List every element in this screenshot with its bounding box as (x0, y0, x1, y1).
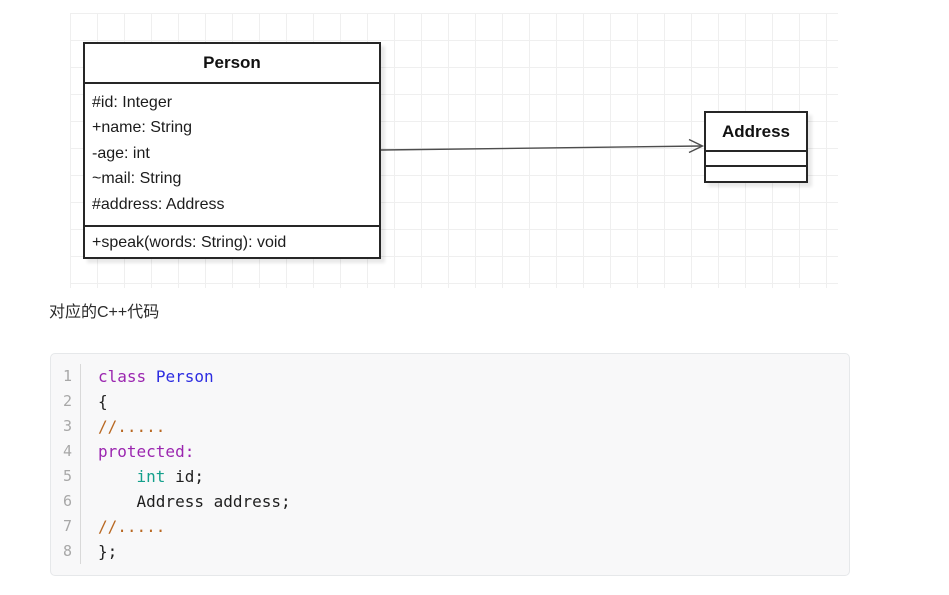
code-line: 6 Address address; (51, 489, 849, 514)
line-number: 3 (51, 414, 81, 439)
person-attribute: #id: Integer (92, 94, 173, 111)
address-methods-empty (706, 167, 806, 180)
line-number: 1 (51, 364, 81, 389)
code-line-text: { (98, 392, 108, 411)
line-number: 6 (51, 489, 81, 514)
uml-diagram: Person #id: Integer +name: String -age: in… (70, 13, 838, 288)
code-line: 8}; (51, 539, 849, 564)
line-number: 4 (51, 439, 81, 464)
line-number: 7 (51, 514, 81, 539)
person-attribute: ~mail: String (92, 170, 182, 188)
code-line-text: class Person (98, 367, 214, 386)
code-line: 1 class Person (51, 364, 849, 389)
code-line-text: //..... (98, 417, 166, 436)
code-line: 5 int id; (51, 464, 849, 489)
code-line: 3 //..... (51, 414, 849, 439)
person-attribute: #address: Address (92, 195, 225, 213)
person-method: +speak(words: String): void (92, 234, 287, 251)
person-attributes: #id: Integer +name: String -age: int ~mail:… (85, 84, 379, 227)
person-attribute: +name: String (92, 119, 193, 137)
address-class-title: Address (706, 113, 806, 152)
code-line: 7 //..... (51, 514, 849, 539)
code-line-text: Address address; (98, 492, 291, 511)
person-attribute: -age: int (92, 144, 150, 162)
code-line-text: //..... (98, 517, 166, 536)
person-class-title: Person (85, 44, 379, 84)
line-number: 2 (51, 389, 81, 414)
code-line: 4 protected: (51, 439, 849, 464)
code-line: 2{ (51, 389, 849, 414)
line-number: 5 (51, 464, 81, 489)
uml-class-person: Person #id: Integer +name: String -age: in… (83, 42, 381, 259)
line-number: 8 (51, 539, 81, 564)
address-attributes-empty (706, 152, 806, 167)
person-methods: +speak(words: String): void (85, 227, 379, 258)
uml-class-address: Address (704, 111, 808, 183)
code-line-text: protected: (98, 442, 195, 461)
section-label: 对应的C++代码 (49, 304, 160, 321)
code-line-text: }; (98, 542, 118, 561)
code-line-text: int id; (136, 467, 204, 486)
